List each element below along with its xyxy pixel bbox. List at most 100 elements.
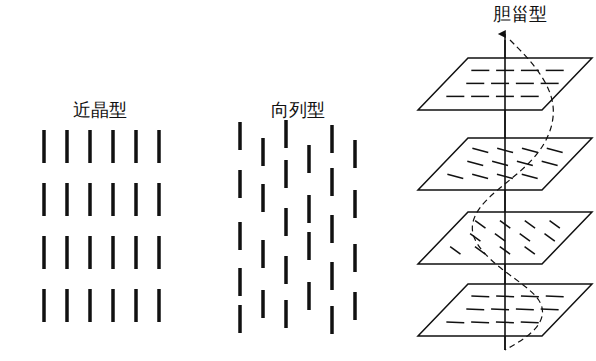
molecule-bar <box>134 130 138 163</box>
molecule-dash <box>471 96 489 98</box>
molecule-bar <box>261 290 265 318</box>
molecule-dash <box>495 234 505 241</box>
phase-label: 胆甾型 <box>493 4 547 26</box>
molecule-bar <box>353 292 357 320</box>
phase-label: 近晶型 <box>73 100 127 122</box>
molecule-dash <box>450 247 460 254</box>
molecule-dash <box>521 70 539 72</box>
molecule-bar <box>307 195 311 223</box>
molecule-dash <box>471 70 489 72</box>
molecule-bar <box>88 183 92 216</box>
molecule-bar <box>330 168 334 196</box>
molecule-bar <box>111 236 115 269</box>
molecule-bar <box>238 222 242 250</box>
molecule-dash <box>516 308 534 310</box>
molecule-dash <box>472 174 488 178</box>
molecule-bar <box>261 240 265 268</box>
molecule-bar <box>330 125 334 153</box>
molecule-bar <box>42 236 46 269</box>
molecule-dash <box>521 321 539 323</box>
molecule-bar <box>157 130 161 163</box>
molecule-bar <box>157 183 161 216</box>
molecule-bar <box>353 190 357 218</box>
phase-label: 向列型 <box>271 100 325 122</box>
molecule-bar <box>261 138 265 166</box>
molecule-dash <box>472 148 488 152</box>
molecule-dash <box>542 161 558 165</box>
molecule-dash <box>525 247 535 254</box>
molecule-bar <box>134 236 138 269</box>
phase-label-text: 近晶型 <box>73 100 127 120</box>
molecule-bar <box>261 184 265 212</box>
molecule-bar <box>111 130 115 163</box>
molecule-dash <box>471 321 489 323</box>
molecule-bar <box>238 268 242 296</box>
molecule-dash <box>516 83 534 85</box>
molecule-bar <box>307 282 311 310</box>
molecule-bar <box>42 289 46 322</box>
molecule-bar <box>111 289 115 322</box>
molecule-dash <box>471 295 489 297</box>
molecule-bar <box>111 183 115 216</box>
molecule-dash <box>520 234 530 241</box>
molecule-bar <box>284 300 288 328</box>
molecule-dash <box>475 221 485 228</box>
molecule-bar <box>307 232 311 260</box>
molecule-dash <box>522 148 538 152</box>
molecule-bar <box>157 289 161 322</box>
molecule-bar <box>65 183 69 216</box>
molecule-dash <box>525 221 535 228</box>
molecule-bar <box>88 130 92 163</box>
molecule-dash <box>547 148 563 152</box>
molecule-bar <box>88 289 92 322</box>
molecule-dash <box>467 161 483 165</box>
molecule-dash <box>521 96 539 98</box>
molecule-dash <box>446 321 464 323</box>
phase-label-text: 向列型 <box>271 100 325 120</box>
cholesteric-layers <box>418 34 592 350</box>
molecule-dash <box>491 308 509 310</box>
helix-axis <box>504 40 506 350</box>
molecule-bar <box>284 208 288 236</box>
molecule-dash <box>550 221 560 228</box>
helix-path <box>472 40 553 350</box>
molecule-bar <box>284 160 288 188</box>
molecule-dash <box>447 174 463 178</box>
molecule-bar <box>88 236 92 269</box>
molecule-dash <box>491 83 509 85</box>
molecule-dash <box>546 295 564 297</box>
molecule-bar <box>238 170 242 198</box>
molecule-bar <box>330 262 334 290</box>
molecule-bar <box>330 215 334 243</box>
molecule-dash <box>446 96 464 98</box>
molecule-dash <box>541 308 559 310</box>
molecule-bar <box>238 122 242 150</box>
molecule-bar <box>42 183 46 216</box>
molecule-bar <box>134 183 138 216</box>
molecule-dash <box>466 308 484 310</box>
molecule-dash <box>466 83 484 85</box>
molecule-dash <box>546 70 564 72</box>
molecule-bar <box>42 130 46 163</box>
molecule-bar <box>284 120 288 148</box>
molecule-bar <box>65 289 69 322</box>
molecule-bar <box>353 140 357 168</box>
molecule-bar <box>65 236 69 269</box>
molecule-bar <box>238 305 242 333</box>
molecule-bar <box>330 306 334 334</box>
molecule-bar <box>353 244 357 272</box>
molecule-bar <box>157 236 161 269</box>
nematic-molecules <box>240 120 355 334</box>
molecule-bar <box>134 289 138 322</box>
molecule-bar <box>65 130 69 163</box>
molecule-bar <box>284 256 288 284</box>
smectic-molecules <box>44 130 159 322</box>
helix-axis <box>504 34 506 350</box>
molecule-bar <box>307 145 311 173</box>
molecule-dash <box>522 174 538 178</box>
molecule-dash <box>541 83 559 85</box>
molecule-dash <box>544 234 554 241</box>
molecule-dash <box>521 295 539 297</box>
phase-label-text: 胆甾型 <box>493 4 547 24</box>
